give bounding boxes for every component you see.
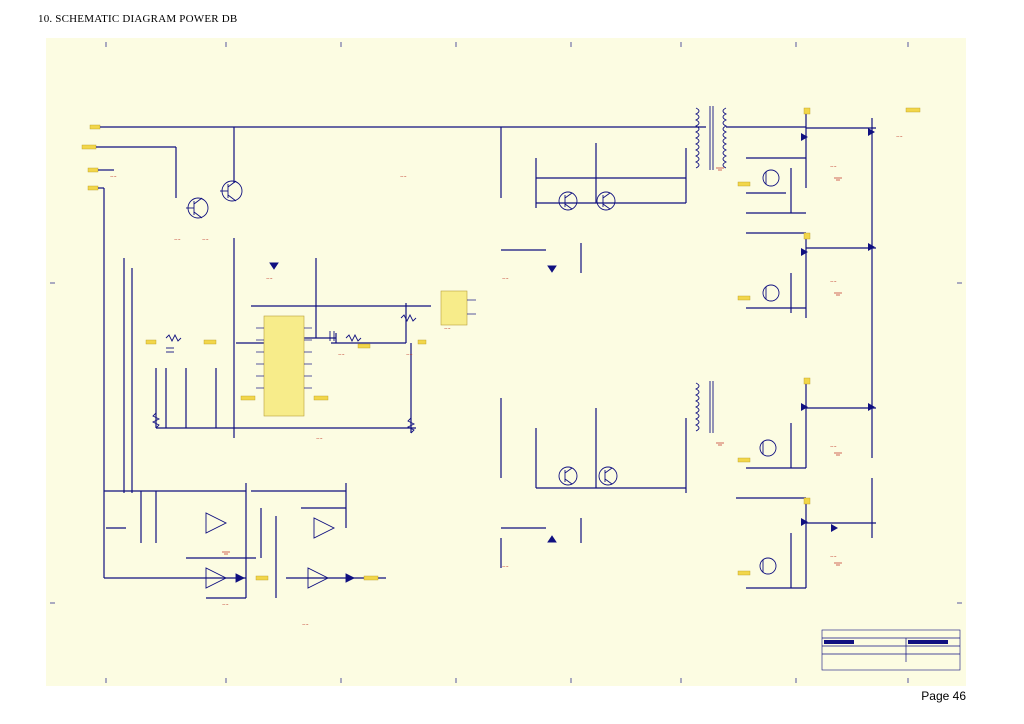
- opto-ic: [440, 290, 476, 326]
- pwm-controller-ic: [256, 315, 312, 417]
- svg-text:~~: ~~: [444, 326, 451, 331]
- output-mosfets: [759, 169, 780, 575]
- schematic-sheet: ~~~~ ~~~~ ~~~~ ~~~~ ~~~~ ~~~~ ~~~~ ~~~~ …: [46, 38, 966, 686]
- svg-text:~~: ~~: [406, 352, 413, 357]
- svg-text:~~: ~~: [830, 554, 837, 559]
- controller-net-tags: [145, 339, 427, 401]
- input-net-tags: [81, 124, 101, 191]
- output-diodes: [801, 128, 875, 532]
- ground-symbols: [222, 167, 842, 566]
- svg-text:~~: ~~: [830, 444, 837, 449]
- lower-switch-transistors: [547, 466, 618, 543]
- svg-text:~~: ~~: [502, 564, 509, 569]
- svg-text:~~: ~~: [316, 436, 323, 441]
- input-transistors: [186, 180, 243, 219]
- svg-text:~~: ~~: [896, 134, 903, 139]
- feedback-section: [104, 483, 386, 599]
- output-net-tags: [737, 107, 921, 576]
- schematic-drawing: ~~~~ ~~~~ ~~~~ ~~~~ ~~~~ ~~~~ ~~~~ ~~~~ …: [50, 42, 962, 683]
- output-stage-wiring: [726, 113, 876, 589]
- op-amps: [205, 512, 356, 589]
- svg-text:~~: ~~: [202, 237, 209, 242]
- svg-text:~~: ~~: [830, 164, 837, 169]
- upper-switch-transistors: [547, 191, 616, 273]
- svg-text:~~: ~~: [302, 622, 309, 627]
- reference-designators: ~~~~ ~~~~ ~~~~ ~~~~ ~~~~ ~~~~ ~~~~ ~~~~ …: [110, 134, 903, 627]
- svg-text:~~: ~~: [338, 352, 345, 357]
- page-number: Page 46: [921, 689, 966, 703]
- left-section-wiring: [96, 126, 706, 579]
- border-ticks: [50, 42, 962, 683]
- svg-text:~~: ~~: [266, 276, 273, 281]
- feedback-tags: [255, 575, 379, 581]
- upper-switch-stage: [500, 127, 687, 273]
- title-block: [821, 629, 961, 671]
- transformers: [694, 106, 728, 433]
- svg-text:~~: ~~: [110, 174, 117, 179]
- svg-text:~~: ~~: [502, 276, 509, 281]
- passive-components: [151, 262, 417, 434]
- svg-text:~~: ~~: [830, 279, 837, 284]
- lower-switch-stage: [500, 398, 687, 568]
- svg-text:~~: ~~: [222, 602, 229, 607]
- document-title: 10. SCHEMATIC DIAGRAM POWER DB: [38, 13, 238, 25]
- svg-text:~~: ~~: [400, 174, 407, 179]
- svg-text:~~: ~~: [174, 237, 181, 242]
